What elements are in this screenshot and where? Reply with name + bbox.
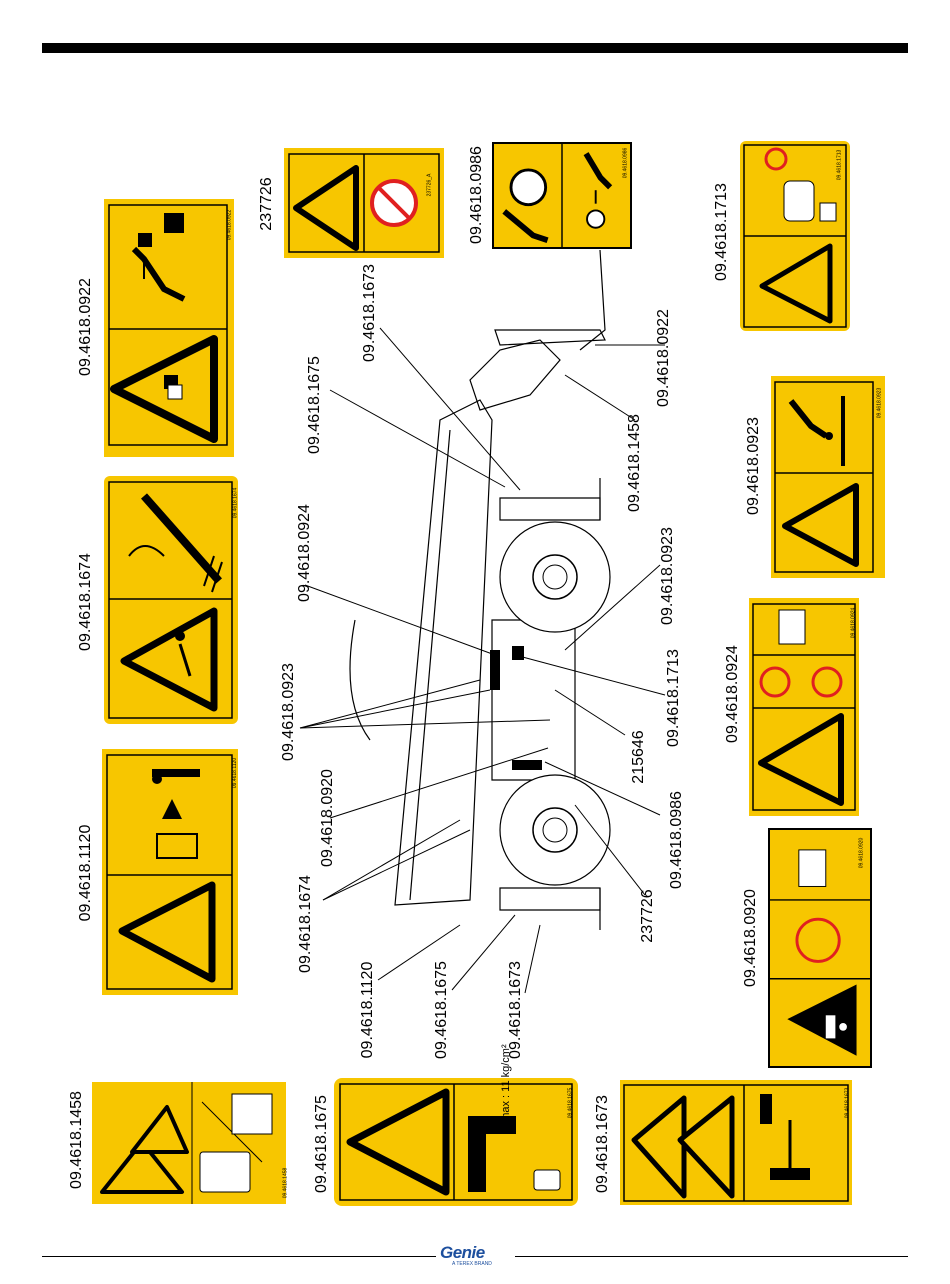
decal-1713-artwork xyxy=(743,144,847,328)
decal-0923 xyxy=(771,376,885,578)
callout-1675-top: 09.4618.1675 xyxy=(306,356,323,454)
label-1120: 09.4618.1120 xyxy=(77,824,94,922)
decal-1675-code: 09.4618.1675 xyxy=(567,1087,574,1119)
decal-0920-artwork xyxy=(770,849,870,1056)
genie-logo-tagline: A TEREX BRAND xyxy=(452,1261,492,1267)
callout-1673-top: 09.4618.1673 xyxy=(361,264,378,362)
decal-0922-code: 09.4618.0922 xyxy=(226,209,233,241)
label-1673: 09.4618.1673 xyxy=(594,1095,611,1193)
callout-1713: 09.4618.1713 xyxy=(665,649,682,747)
decal-1674-code: 09.4618.1674 xyxy=(232,487,239,519)
decal-0924-artwork xyxy=(752,603,856,811)
callout-0920: 09.4618.0920 xyxy=(319,769,336,867)
decal-0986-artwork xyxy=(502,144,613,247)
callout-0923-left: 09.4618.0923 xyxy=(280,663,297,761)
callout-leaders xyxy=(299,327,666,994)
decal-1713-code: 09.4618.1713 xyxy=(836,149,843,181)
boom-outline xyxy=(394,399,493,906)
fork-arm xyxy=(579,249,606,351)
decal-0986 xyxy=(492,142,632,249)
footer-line-left xyxy=(42,1256,436,1257)
footer-line-right xyxy=(515,1256,908,1257)
decal-237726-code: 237726_A xyxy=(426,173,433,197)
marker-0986 xyxy=(512,760,542,770)
label-1713: 09.4618.1713 xyxy=(713,183,730,281)
label-0923: 09.4618.0923 xyxy=(745,417,762,515)
decal-1675 xyxy=(334,1078,578,1206)
decal-237726 xyxy=(284,148,444,258)
callout-1673-bottom: 09.4618.1673 xyxy=(507,961,524,1059)
decal-0923-artwork xyxy=(774,381,874,573)
label-1674: 09.4618.1674 xyxy=(77,553,94,651)
decal-1674-artwork xyxy=(108,481,233,719)
decal-1458 xyxy=(92,1082,286,1204)
decal-1120 xyxy=(102,749,238,995)
decal-0922 xyxy=(104,199,234,457)
callout-0924: 09.4618.0924 xyxy=(296,504,313,602)
decal-0924-code: 09.4618.0924 xyxy=(850,607,857,639)
decal-0920-code: 09.4618.0920 xyxy=(858,837,865,869)
callout-1674: 09.4618.1674 xyxy=(297,875,314,973)
header-bar xyxy=(42,43,908,53)
decal-1675-artwork xyxy=(339,1083,573,1201)
decal-1673-code: 09.4618.1673 xyxy=(844,1087,851,1119)
decal-0986-code: 09.4618.0986 xyxy=(622,147,629,179)
decal-1120-code: 09.4618.1120 xyxy=(232,757,239,789)
marker-1713 xyxy=(512,646,524,660)
callout-1458: 09.4618.1458 xyxy=(626,414,643,512)
callout-237726: 237726 xyxy=(639,889,656,943)
rear-wheel xyxy=(499,774,611,886)
label-0924: 09.4618.0924 xyxy=(724,645,741,743)
marker-0924 xyxy=(490,650,500,690)
callout-0922: 09.4618.0922 xyxy=(655,309,672,407)
callout-1675-bottom: 09.4618.1675 xyxy=(433,961,450,1059)
callout-1120: 09.4618.1120 xyxy=(359,961,376,1059)
decal-0922-artwork xyxy=(108,204,228,446)
decal-237726-artwork xyxy=(288,153,440,253)
callout-0986: 09.4618.0986 xyxy=(668,791,685,889)
decal-1120-artwork xyxy=(106,754,233,990)
arc-guide xyxy=(349,619,371,741)
decal-1673-artwork xyxy=(623,1084,849,1202)
label-237726: 237726 xyxy=(258,177,275,231)
genie-logo: Genie A TEREX BRAND xyxy=(440,1243,510,1271)
decal-0923-code: 09.4618.0923 xyxy=(876,387,883,419)
decal-1673 xyxy=(620,1080,852,1205)
label-1675: 09.4618.1675 xyxy=(313,1095,330,1193)
decal-1458-artwork xyxy=(100,1082,273,1204)
label-0986: 09.4618.0986 xyxy=(468,146,485,244)
fork-carriage xyxy=(494,329,606,346)
decal-1674 xyxy=(104,476,238,724)
front-outrigger xyxy=(499,497,601,521)
callout-0923-right: 09.4618.0923 xyxy=(659,527,676,625)
label-0920: 09.4618.0920 xyxy=(742,889,759,987)
boom-inner-line xyxy=(409,429,451,901)
genie-logo-word: Genie xyxy=(440,1243,485,1262)
boom-head xyxy=(469,339,561,411)
callout-215646: 215646 xyxy=(630,730,647,784)
label-1458: 09.4618.1458 xyxy=(68,1091,85,1189)
decal-1458-code: 09.4618.1458 xyxy=(282,1167,289,1199)
decal-0920 xyxy=(768,828,872,1068)
front-wheel xyxy=(499,521,611,633)
chassis-body xyxy=(491,619,576,781)
decal-1713 xyxy=(740,141,850,331)
decal-0924 xyxy=(749,598,859,816)
rear-outrigger xyxy=(499,887,601,911)
label-0922: 09.4618.0922 xyxy=(77,278,94,376)
